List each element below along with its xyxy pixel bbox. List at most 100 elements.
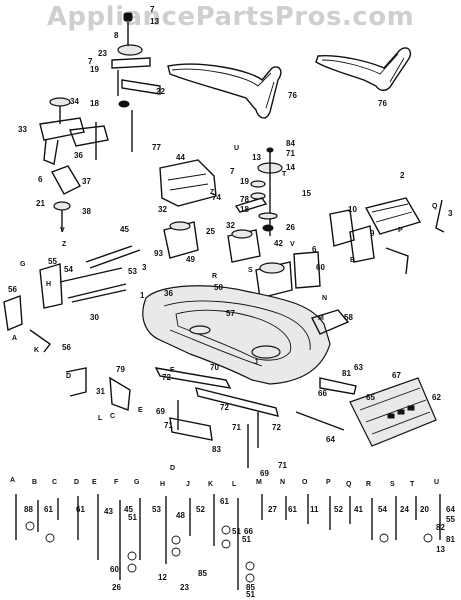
callout-label: 61	[76, 505, 85, 514]
reference-letter: Q	[346, 481, 352, 488]
callout-label: 64	[326, 435, 335, 444]
callout-label: 78	[240, 195, 249, 204]
reference-letter: D	[170, 465, 175, 472]
reference-letter: M	[256, 479, 262, 486]
callout-label: 6	[312, 245, 317, 254]
callout-label: 3	[142, 263, 147, 272]
callout-label: 54	[64, 265, 73, 274]
drive-belt	[167, 63, 282, 119]
deck-hanger-bracket	[364, 197, 445, 235]
callout-label: 74	[212, 193, 221, 202]
callout-label: 14	[286, 163, 295, 172]
callout-label: 25	[206, 227, 215, 236]
callout-label: 77	[152, 143, 161, 152]
callout-label: 8	[114, 31, 119, 40]
reference-letter: P	[326, 479, 331, 486]
callout-label: 52	[334, 505, 343, 514]
callout-label: 26	[286, 223, 295, 232]
callout-label: 72	[162, 373, 171, 382]
callout-label: 69	[156, 407, 165, 416]
callout-label: 3	[448, 209, 453, 218]
callout-label: 31	[96, 387, 105, 396]
discharge-chute	[311, 309, 437, 447]
callout-label: 23	[180, 583, 189, 592]
callout-label: 66	[318, 389, 327, 398]
callout-label: 32	[158, 205, 167, 214]
callout-label: 51	[246, 590, 255, 599]
callout-label: 83	[212, 445, 221, 454]
callout-label: 11	[310, 505, 319, 514]
callout-label: 61	[44, 505, 53, 514]
reference-letter: R	[366, 481, 371, 488]
reference-letter: V	[290, 241, 295, 248]
small-hardware	[3, 295, 131, 411]
reference-letter: C	[110, 413, 115, 420]
reference-letter: E	[138, 407, 143, 414]
callout-label: 19	[90, 65, 99, 74]
callout-label: 45	[124, 505, 133, 514]
belt-guard	[159, 159, 217, 207]
callout-label: 38	[82, 207, 91, 216]
reference-letter: N	[280, 479, 285, 486]
reference-letter: N	[322, 295, 327, 302]
reference-letter: T	[410, 481, 415, 488]
callout-label: 61	[220, 497, 229, 506]
reference-letter: H	[46, 281, 51, 288]
reference-letter: F	[170, 367, 175, 374]
callout-label: 60	[316, 263, 325, 272]
hardware-kits-row	[15, 494, 441, 590]
reference-letter: F	[114, 479, 119, 486]
callout-label: 61	[288, 505, 297, 514]
reference-letter: U	[234, 145, 239, 152]
callout-label: 7	[150, 5, 155, 14]
deck-belt	[315, 47, 412, 91]
callout-label: 22	[156, 87, 165, 96]
callout-label: 52	[196, 505, 205, 514]
callout-label: 55	[48, 257, 57, 266]
callout-label: 43	[104, 507, 113, 516]
callout-label: 85	[198, 569, 207, 578]
reference-letter: D	[74, 479, 79, 486]
reference-letter: O	[302, 479, 308, 486]
callout-label: 56	[8, 285, 17, 294]
callout-label: 71	[164, 421, 173, 430]
callout-label: 65	[366, 393, 375, 402]
callout-label: 93	[154, 249, 163, 258]
callout-label: 62	[432, 393, 441, 402]
reference-letter: G	[134, 479, 140, 486]
callout-label: 6	[38, 175, 43, 184]
reference-letter: L	[232, 481, 237, 488]
lower-linkage	[154, 367, 357, 468]
reference-letter: J	[254, 359, 258, 366]
center-pulley-stack	[234, 147, 283, 236]
callout-label: 1	[140, 291, 145, 300]
callout-label: 64	[446, 505, 455, 514]
callout-label: 44	[176, 153, 185, 162]
callout-label: 53	[152, 505, 161, 514]
mower-deck	[142, 285, 331, 385]
callout-label: 27	[268, 505, 277, 514]
callout-label: 56	[62, 343, 71, 352]
callout-label: 71	[286, 149, 295, 158]
callout-label: 13	[436, 545, 445, 554]
callout-label: 36	[164, 289, 173, 298]
callout-label: 13	[252, 153, 261, 162]
callout-label: 30	[90, 313, 99, 322]
callout-label: 66	[244, 527, 253, 536]
callout-label: 34	[70, 97, 79, 106]
callout-label: 19	[240, 177, 249, 186]
reference-letter: M	[318, 315, 324, 322]
callout-label: 72	[220, 403, 229, 412]
reference-letter: Z	[210, 189, 215, 196]
reference-letter: B	[350, 257, 355, 264]
callout-label: 42	[274, 239, 283, 248]
callout-label: 69	[260, 469, 269, 478]
callout-label: 51	[128, 513, 137, 522]
idler-pulley-assembly	[111, 12, 161, 152]
reference-letter: T	[282, 171, 287, 178]
callout-label: 76	[378, 99, 387, 108]
callout-label: 81	[342, 369, 351, 378]
